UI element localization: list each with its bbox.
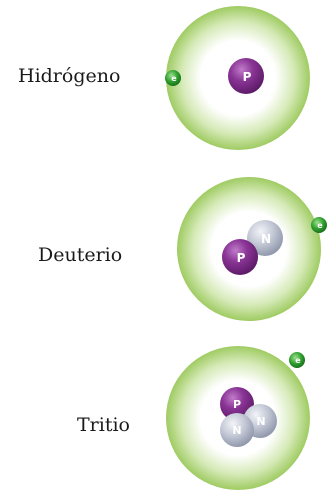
proton-particle: P <box>222 239 258 275</box>
proton-symbol: P <box>243 70 252 84</box>
electron-symbol: e <box>171 74 177 83</box>
electron-particle: e <box>165 70 181 86</box>
neutron-symbol: N <box>261 232 271 246</box>
electron-particle: e <box>311 217 327 233</box>
atom-deuterio: N P e <box>177 177 327 321</box>
neutron-particle: N <box>220 413 254 447</box>
neutron-symbol: N <box>232 424 241 437</box>
electron-particle: e <box>289 352 305 368</box>
atom-hidrogeno: P e <box>165 6 310 150</box>
electron-symbol: e <box>295 356 301 365</box>
proton-symbol: P <box>237 251 246 265</box>
proton-particle: P <box>228 58 264 94</box>
neutron-symbol: N <box>256 415 265 428</box>
electron-symbol: e <box>317 221 323 230</box>
proton-symbol: P <box>233 398 241 411</box>
atom-tritio: P N N e <box>166 346 310 490</box>
